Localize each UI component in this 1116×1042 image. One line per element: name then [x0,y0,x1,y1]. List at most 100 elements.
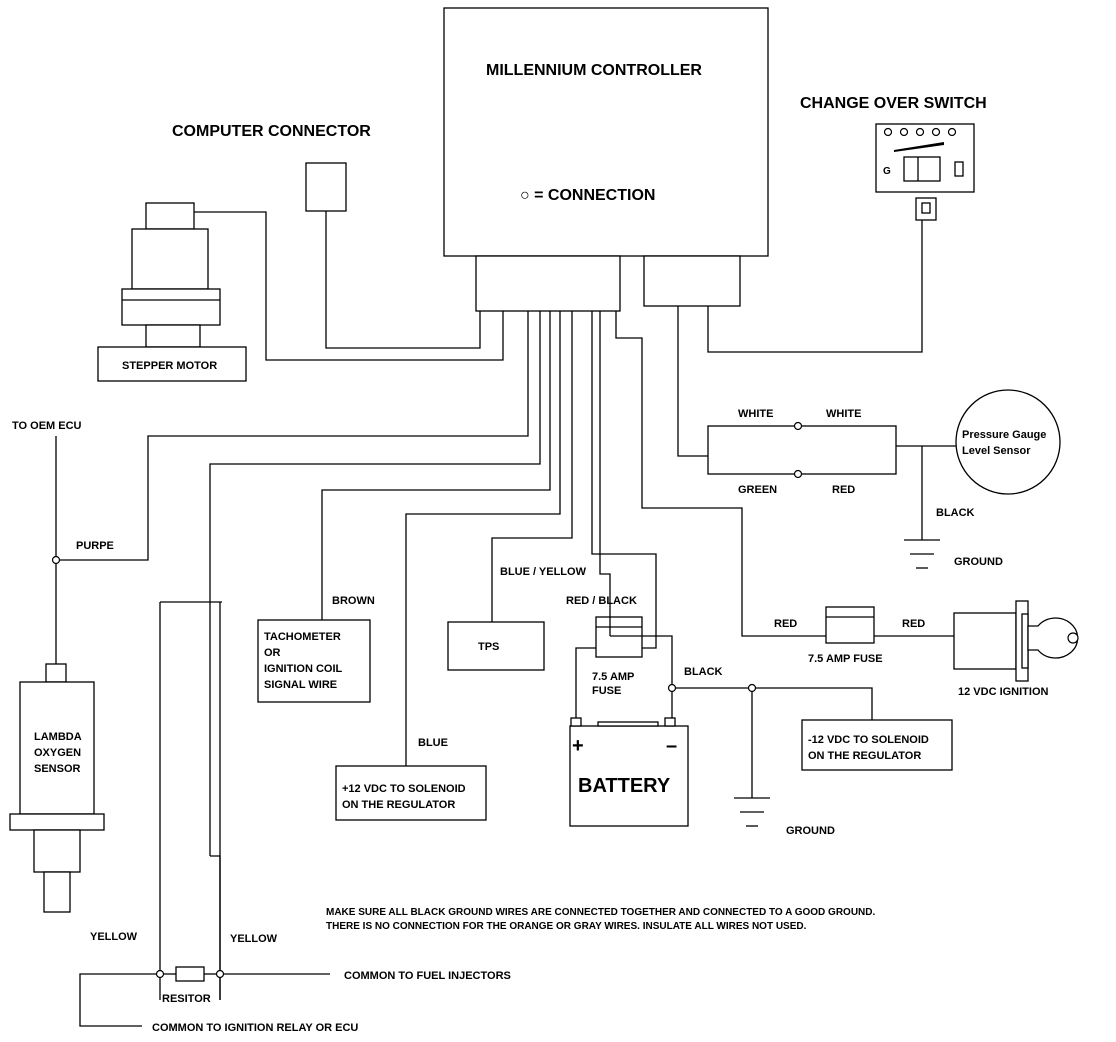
pressure-gauge-line-2: Level Sensor [962,445,1031,457]
ignition-label: 12 VDC IGNITION [958,686,1049,698]
black-gauge-label: BLACK [936,507,975,519]
white-connection [793,421,803,431]
yellow-right-label: YELLOW [230,933,278,945]
controller-connector-left [475,255,621,312]
battery-fuse-line-1: 7.5 AMP [592,671,634,683]
resistor-label: RESITOR [162,993,211,1005]
note-line-2: THERE IS NO CONNECTION FOR THE ORANGE OR… [326,921,807,932]
tps-label: TPS [478,641,499,653]
battery-fuse [595,616,643,658]
switch-rocker [903,156,941,182]
change-over-switch-title: CHANGE OVER SWITCH [800,95,987,112]
switch-terminal-2 [899,127,909,137]
wire-black-main [675,687,873,720]
wire-computer-connector [325,211,481,349]
minus-solenoid-box [801,719,953,771]
green-label: GREEN [738,484,777,496]
switch-terminal-1 [883,127,893,137]
controller-connector-right [643,255,741,307]
purple-wire-label: PURPE [76,540,114,552]
switch-indicator-wedge [894,142,944,152]
lambda-label-2: OXYGEN [34,747,81,759]
resistor-node-left [155,969,165,979]
ignition-key-hole [1067,632,1079,644]
battery-fuse-line-2: FUSE [592,685,621,697]
wire-ignition-relay [79,973,157,1027]
minus-solenoid-line-1: -12 VDC TO SOLENOID [808,734,929,746]
black-junction-battery [667,683,677,693]
tachometer-line-2: OR [264,647,281,659]
fuel-injectors-label: COMMON TO FUEL INJECTORS [344,970,511,982]
oem-ecu-label: TO OEM ECU [12,420,82,432]
battery-plus-sign: + [572,735,584,757]
red-connection [793,469,803,479]
lambda-sensor-thread [33,829,81,873]
note-line-1: MAKE SURE ALL BLACK GROUND WIRES ARE CON… [326,907,875,918]
tps-box [447,621,545,671]
millennium-controller-box [443,7,769,257]
ignition-fuse [825,606,875,644]
ignition-switch-body [953,612,1017,670]
tachometer-line-3: IGNITION COIL [264,663,343,675]
wire-black-controller [599,311,611,636]
wire-blue-yellow [491,311,573,622]
ground-top-label: GROUND [954,556,1003,568]
switch-led [954,161,964,177]
stepper-motor-label: STEPPER MOTOR [122,360,217,372]
tachometer-box [257,619,371,703]
ignition-key-slot [1021,613,1029,669]
stepper-motor-body [131,228,209,290]
wire-gauge-harness [677,306,708,457]
yellow-left-label: YELLOW [90,931,138,943]
pressure-gauge-line-1: Pressure Gauge [962,429,1046,441]
wire-red-ignition [615,311,826,637]
ground-bottom-label: GROUND [786,825,835,837]
wire-purple [60,311,529,561]
battery-label: BATTERY [578,775,671,797]
white-right-label: WHITE [826,408,861,420]
red-black-label: RED / BLACK [566,595,637,607]
switch-plug-pin [921,202,931,214]
blue-yellow-label: BLUE / YELLOW [500,566,587,578]
lambda-label-3: SENSOR [34,763,81,775]
switch-terminal-4 [931,127,941,137]
wire-brown [321,311,551,620]
black-junction-ground [747,683,757,693]
black-battery-label: BLACK [684,666,723,678]
plus-solenoid-line-1: +12 VDC TO SOLENOID [342,783,466,795]
stepper-motor-flange [121,288,221,326]
red-right-label: RED [902,618,925,630]
pressure-gauge-circle [955,389,1061,495]
wire-fuse-to-battery [575,647,596,718]
wire-change-over-switch [707,220,923,353]
lambda-sensor-top [45,663,67,683]
brown-wire-label: BROWN [332,595,375,607]
battery-terminal-minus [664,717,676,727]
computer-connector-title: COMPUTER CONNECTOR [172,123,371,140]
wire-stepper-motor [194,211,504,361]
lambda-sensor-flange [9,813,105,831]
resistor-node-right [215,969,225,979]
blue-wire-label: BLUE [418,737,448,749]
lambda-sensor-tip [43,871,71,913]
plus-solenoid-box [335,765,487,821]
wire-blue [405,311,561,766]
battery-body [569,725,689,827]
red-left-label: RED [774,618,797,630]
switch-ground-mark: G [883,166,891,177]
white-left-label: WHITE [738,408,773,420]
battery-terminal-plus [570,717,582,727]
lambda-label-1: LAMBDA [34,731,82,743]
switch-terminal-5 [947,127,957,137]
ignition-fuse-label: 7.5 AMP FUSE [808,653,883,665]
computer-connector-plug [305,162,347,212]
minus-solenoid-line-2: ON THE REGULATOR [808,750,921,762]
plus-solenoid-line-2: ON THE REGULATOR [342,799,455,811]
wire-red-black [591,311,657,649]
battery-cap [597,721,659,727]
resistor-body [175,966,205,982]
connection-legend: ○ = CONNECTION [520,187,655,204]
stepper-motor-base [97,346,247,382]
battery-minus-sign: – [666,735,677,757]
